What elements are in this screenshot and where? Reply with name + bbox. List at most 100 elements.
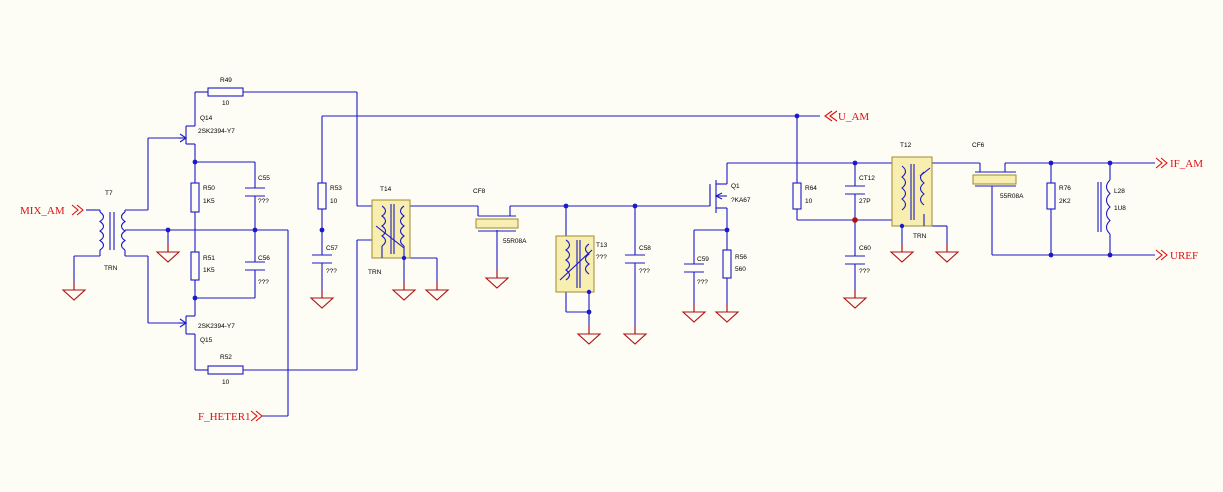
- net-mix-am[interactable]: MIX_AM: [20, 204, 84, 217]
- ground-t12-a: [890, 243, 914, 263]
- ground-c58: [623, 325, 647, 345]
- t13-value: ???: [596, 254, 607, 261]
- junction-dots: [165, 113, 1113, 315]
- net-uref[interactable]: UREF: [1155, 249, 1198, 262]
- resistor-r76[interactable]: R76 2K2: [1046, 182, 1071, 210]
- ceramic-filter-cf6[interactable]: CF6 55R08A: [972, 142, 1024, 200]
- net-label-if-am: IF_AM: [1170, 158, 1203, 170]
- resistor-r56[interactable]: R56 560: [722, 249, 747, 279]
- l28-ref: L28: [1114, 188, 1125, 195]
- resistor-r51[interactable]: R51 1K5: [190, 251, 215, 281]
- ground-cf8: [485, 269, 509, 289]
- c60-value: ???: [859, 268, 870, 275]
- r52-value: 10: [222, 379, 230, 386]
- c60-ref: C60: [859, 245, 871, 252]
- ground-c59: [682, 303, 706, 323]
- ground-t7: [62, 281, 86, 301]
- q14-ref: Q14: [200, 115, 213, 122]
- capacitor-c58[interactable]: C58 ???: [625, 245, 651, 275]
- t12-value: TRN: [913, 233, 927, 240]
- net-label-mix-am: MIX_AM: [20, 205, 65, 217]
- resistor-r53[interactable]: R53 10: [317, 182, 342, 210]
- r49-ref: R49: [220, 77, 232, 84]
- ground-center-tap: [156, 243, 180, 263]
- ceramic-filter-cf8[interactable]: CF8 55R08A: [473, 188, 527, 245]
- q14-value: 2SK2394-Y7: [198, 128, 235, 135]
- c58-value: ???: [639, 268, 650, 275]
- ground-c57: [310, 289, 334, 309]
- t12-ref: T12: [900, 142, 912, 149]
- t14-ref: T14: [380, 186, 392, 193]
- r56-ref: R56: [735, 254, 747, 261]
- transformer-t7[interactable]: T7 TRN: [99, 190, 126, 272]
- inductor-l28[interactable]: L28 1U8: [1097, 179, 1126, 235]
- ground-t13: [577, 325, 601, 345]
- transformer-t12[interactable]: T12 TRN: [891, 142, 933, 240]
- capacitor-ct12[interactable]: CT12 27P: [845, 175, 875, 205]
- r52-ref: R52: [220, 354, 232, 361]
- q1-value: ?KA67: [731, 197, 751, 204]
- c57-ref: C57: [326, 245, 338, 252]
- ground-r56: [715, 303, 739, 323]
- r50-ref: R50: [203, 185, 215, 192]
- capacitor-c60[interactable]: C60 ???: [845, 245, 871, 275]
- r50-value: 1K5: [203, 198, 215, 205]
- r49-value: 10: [222, 100, 230, 107]
- transformer-t13[interactable]: T13 ???: [555, 235, 608, 295]
- transformer-t14[interactable]: T14 TRN: [368, 186, 411, 276]
- r64-value: 10: [805, 198, 813, 205]
- capacitor-c56[interactable]: C56 ???: [245, 255, 270, 286]
- t7-value: TRN: [104, 265, 118, 272]
- net-if-am[interactable]: IF_AM: [1155, 157, 1203, 170]
- c55-value: ???: [258, 198, 269, 205]
- t14-value: TRN: [368, 269, 382, 276]
- capacitor-c59[interactable]: C59 ???: [684, 256, 709, 286]
- resistor-r49[interactable]: R49 10: [207, 77, 244, 107]
- net-u-am[interactable]: U_AM: [824, 110, 869, 123]
- r76-value: 2K2: [1059, 198, 1071, 205]
- ground-t12-b: [935, 243, 959, 263]
- ct12-ref: CT12: [859, 175, 875, 182]
- net-label-f-heter1: F_HETER1: [198, 411, 251, 423]
- cf8-value: 55R08A: [503, 238, 527, 245]
- c56-value: ???: [258, 279, 269, 286]
- r53-ref: R53: [330, 185, 342, 192]
- ct12-value: 27P: [859, 198, 871, 205]
- c55-ref: C55: [258, 175, 270, 182]
- r51-value: 1K5: [203, 267, 215, 274]
- l28-value: 1U8: [1114, 205, 1126, 212]
- transistor-q1[interactable]: Q1 ?KA67: [709, 180, 751, 213]
- c59-value: ???: [697, 279, 708, 286]
- cf6-ref: CF6: [972, 142, 985, 149]
- q1-ref: Q1: [731, 183, 740, 190]
- r56-value: 560: [735, 266, 746, 273]
- ground-t14-b: [425, 281, 449, 301]
- cf8-ref: CF8: [473, 188, 486, 195]
- q15-value: 2SK2394-Y7: [198, 323, 235, 330]
- t7-ref: T7: [105, 190, 113, 197]
- net-label-u-am: U_AM: [838, 111, 869, 123]
- transistor-q14[interactable]: Q14 2SK2394-Y7: [178, 115, 235, 150]
- c58-ref: C58: [639, 245, 651, 252]
- resistor-r64[interactable]: R64 10: [792, 182, 817, 210]
- q15-ref: Q15: [200, 337, 213, 344]
- c57-value: ???: [326, 268, 337, 275]
- r53-value: 10: [330, 198, 338, 205]
- resistor-r50[interactable]: R50 1K5: [190, 182, 215, 213]
- capacitor-c55[interactable]: C55 ???: [245, 175, 270, 205]
- ground-t14-a: [392, 281, 416, 301]
- c56-ref: C56: [258, 255, 270, 262]
- net-f-heter1[interactable]: F_HETER1: [198, 410, 263, 423]
- r76-ref: R76: [1059, 185, 1071, 192]
- capacitor-c57[interactable]: C57 ???: [312, 245, 338, 275]
- transistor-q15[interactable]: 2SK2394-Y7 Q15: [178, 314, 235, 344]
- r51-ref: R51: [203, 255, 215, 262]
- c59-ref: C59: [697, 256, 709, 263]
- ground-c60: [843, 289, 867, 309]
- resistor-r52[interactable]: R52 10: [207, 354, 244, 386]
- r64-ref: R64: [805, 185, 817, 192]
- net-label-uref: UREF: [1170, 250, 1198, 262]
- cf6-value: 55R08A: [1000, 193, 1024, 200]
- t13-ref: T13: [596, 242, 608, 249]
